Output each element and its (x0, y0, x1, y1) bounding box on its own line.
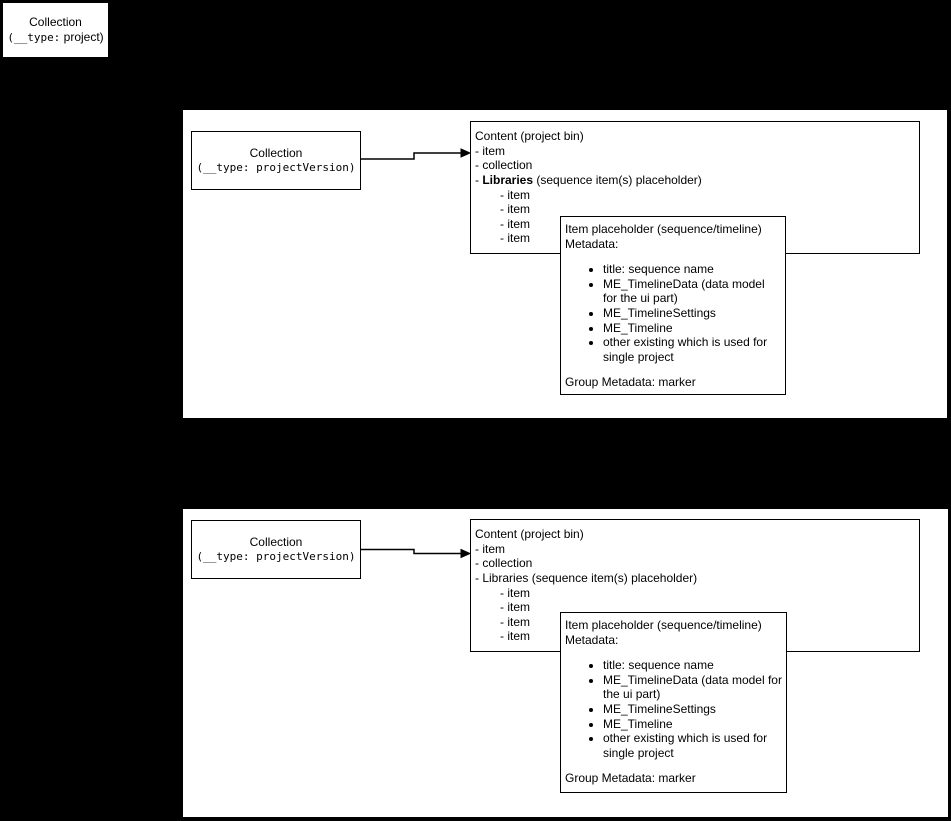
metadata-item: title: sequence name (603, 262, 781, 277)
metadata-item: ME_TimelineSettings (603, 306, 781, 321)
content-title: Content (project bin) (475, 128, 584, 143)
group-metadata-label: Group Metadata: marker (565, 375, 696, 390)
libraries-label: Libraries (482, 172, 534, 187)
type-key: (__type: (7, 30, 61, 44)
dash: - (475, 172, 483, 187)
content-line: - collection (475, 158, 533, 173)
content-line: - item (475, 143, 505, 158)
metadata-item: ME_TimelineData (data model for the ui p… (603, 673, 782, 702)
item-placeholder-box: Item placeholder (sequence/timeline) Met… (560, 612, 787, 793)
dash: - (475, 570, 483, 585)
collection-project-title: Collection (29, 14, 82, 29)
metadata-label: Metadata: (565, 632, 619, 647)
metadata-item: ME_TimelineData (data model for the ui p… (603, 277, 781, 306)
collection-version-subtitle: (__type: projectVersion) (196, 160, 356, 174)
metadata-item: ME_TimelineSettings (603, 702, 782, 717)
library-item: - item (500, 216, 530, 231)
collection-version-subtitle: (__type: projectVersion) (196, 549, 356, 563)
collection-project-box: Collection (__type: project) (2, 2, 109, 58)
library-item: - item (500, 231, 530, 246)
panel-project-version-2: Collection (__type: projectVersion) Cont… (183, 509, 948, 817)
content-line: - item (475, 541, 505, 556)
collection-version-title: Collection (249, 534, 303, 549)
libraries-suffix: (sequence item(s) placeholder) (528, 570, 698, 585)
metadata-list: title: sequence name ME_TimelineData (da… (565, 262, 781, 364)
panel-project-version-1: Collection (__type: projectVersion) Cont… (183, 110, 947, 418)
content-title: Content (project bin) (475, 526, 584, 541)
metadata-item: other existing which is used for single … (603, 731, 782, 760)
type-value: project) (60, 29, 104, 44)
metadata-list: title: sequence name ME_TimelineData (da… (565, 658, 782, 760)
content-line: - collection (475, 556, 533, 571)
metadata-item: ME_Timeline (603, 321, 781, 336)
metadata-item: title: sequence name (603, 658, 782, 673)
item-placeholder-title: Item placeholder (sequence/timeline) (565, 222, 762, 236)
libraries-suffix: (sequence item(s) placeholder) (533, 172, 702, 187)
content-libraries-line: - Libraries (sequence item(s) placeholde… (475, 571, 915, 586)
library-item: - item (500, 629, 530, 644)
libraries-label: Libraries (482, 570, 529, 585)
library-item: - item (500, 202, 530, 217)
collection-version-box: Collection (__type: projectVersion) (191, 131, 361, 190)
collection-to-content-arrow (361, 548, 472, 559)
library-item: - item (500, 614, 530, 629)
collection-to-content-arrow (361, 148, 472, 160)
library-item: - item (500, 585, 530, 600)
metadata-label: Metadata: (565, 236, 619, 251)
library-item: - item (500, 600, 530, 615)
content-libraries-line: - Libraries (sequence item(s) placeholde… (475, 173, 915, 188)
group-metadata-label: Group Metadata: marker (565, 771, 696, 786)
collection-version-box: Collection (__type: projectVersion) (191, 520, 361, 579)
collection-project-subtitle: (__type: project) (7, 30, 103, 46)
collection-version-title: Collection (249, 145, 303, 160)
item-placeholder-box: Item placeholder (sequence/timeline) Met… (560, 216, 786, 395)
metadata-item: other existing which is used for single … (603, 335, 781, 364)
item-placeholder-title: Item placeholder (sequence/timeline) (565, 618, 762, 632)
metadata-item: ME_Timeline (603, 717, 782, 732)
library-item: - item (500, 187, 530, 202)
